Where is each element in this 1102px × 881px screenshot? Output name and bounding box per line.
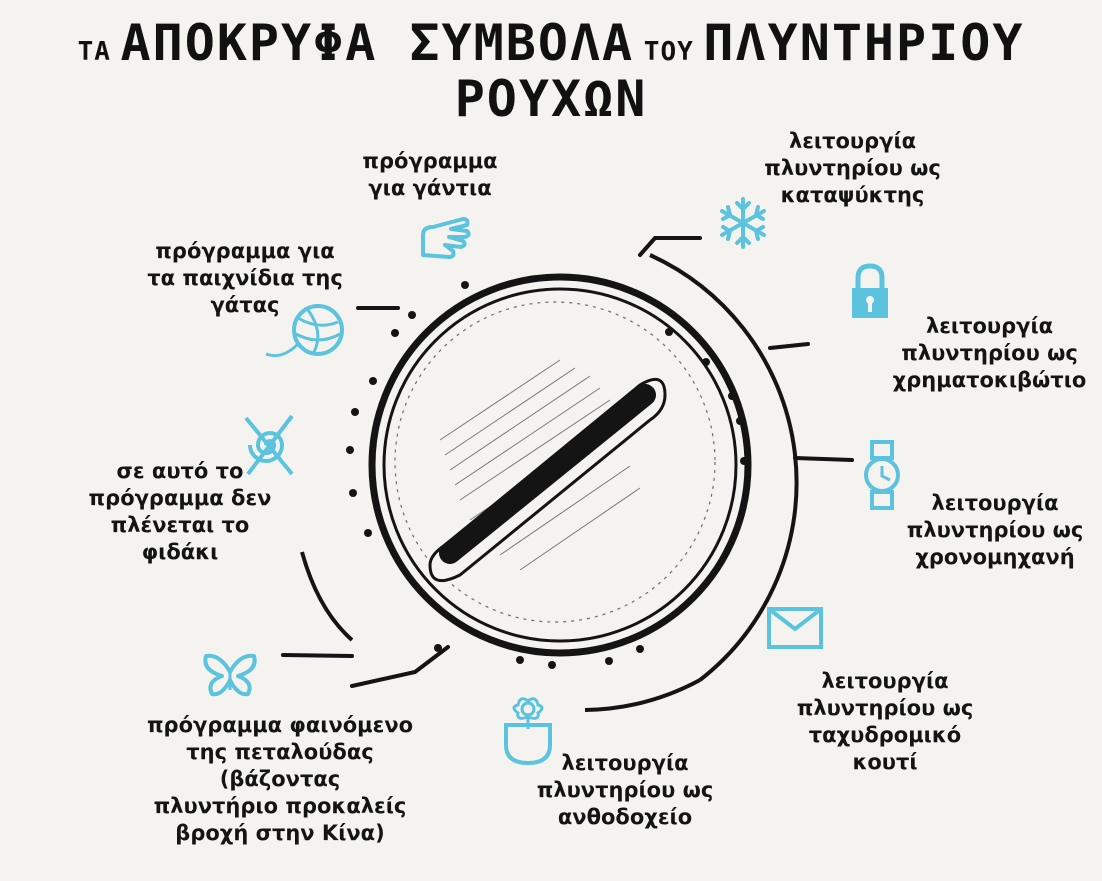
dial-right-arc xyxy=(649,253,799,682)
label-butterfly-program: πρόγραμμα φαινόμενο της πεταλούδας (βάζο… xyxy=(146,713,414,845)
title-word-ta: ΤΑ xyxy=(77,37,111,67)
title-word-tou: ΤΟΥ xyxy=(643,37,694,67)
label-safe-mode: λειτουργία πλυντηρίου ως χρηματοκιβώτιο xyxy=(892,314,1087,392)
dial-knob-handle xyxy=(439,384,656,564)
dial-outer-ring xyxy=(368,273,752,657)
glove-icon xyxy=(421,217,471,259)
title-word-rouxon: ΡΟΥΧΩΝ xyxy=(454,70,648,128)
flower-pot-icon xyxy=(504,697,552,766)
dial-left-arc xyxy=(300,551,354,642)
no-snake-icon xyxy=(244,414,294,476)
label-gloves-program: πρόγραμμα για γάντια xyxy=(362,149,498,200)
label-freezer-mode: λειτουργία πλυντηρίου ως καταψύκτης xyxy=(764,129,941,207)
snowflake-icon xyxy=(720,197,766,249)
butterfly-icon xyxy=(203,653,257,697)
label-mailbox-mode: λειτουργία πλυντηρίου ως ταχυδρομικό κου… xyxy=(796,669,974,774)
page-title: ΤΑ ΑΠΟΚΡΥΦΑ ΣΥΜΒΟΛΑ ΤΟΥ ΠΛΥΝΤΗΡΙΟΥ ΡΟΥΧΩ… xyxy=(0,18,1102,124)
yarn-ball-icon xyxy=(265,304,344,358)
envelope-icon xyxy=(767,607,823,649)
padlock-icon xyxy=(852,263,888,318)
dial-position-dots xyxy=(346,281,748,669)
dial-inner-ring xyxy=(382,287,738,643)
label-cat-toys-program: πρόγραμμα για τα παιχνίδια της γάτας xyxy=(147,239,343,317)
label-no-snake-program: σε αυτό το πρόγραμμα δεν πλένεται το φιδ… xyxy=(88,459,272,564)
label-time-machine-mode: λειτουργία πλυντηρίου ως χρονομηχανή xyxy=(906,491,1084,569)
wristwatch-icon xyxy=(864,440,900,510)
connector-lines xyxy=(281,236,854,688)
title-word-apokrypha: ΑΠΟΚΡΥΦΑ ΣΥΜΒΟΛΑ xyxy=(120,14,635,72)
title-word-plyntiriou: ΠΛΥΝΤΗΡΙΟΥ xyxy=(703,14,1025,72)
label-vase-mode: λειτουργία πλυντηρίου ως ανθοδοχείο xyxy=(536,751,714,829)
